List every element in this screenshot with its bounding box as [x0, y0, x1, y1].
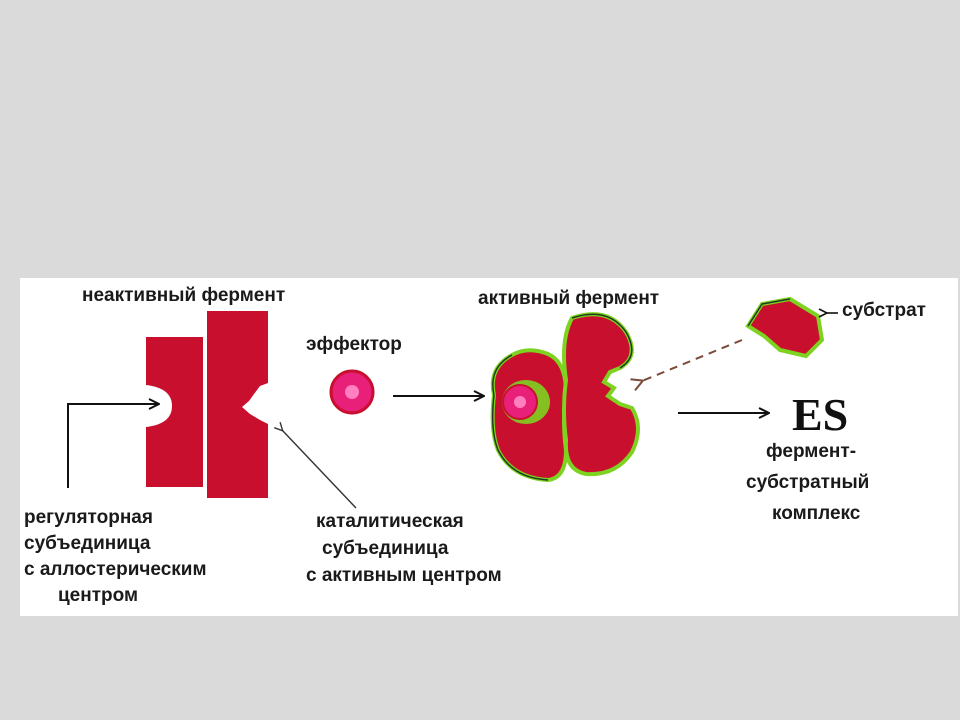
active-enzyme-label: активный фермент — [478, 288, 660, 309]
regulatory-label-line: центром — [58, 585, 139, 606]
catalytic-label-line: с активным центром — [306, 565, 502, 586]
substrate-label: субстрат — [842, 300, 926, 321]
effector-core — [345, 385, 359, 399]
es-complex-line: фермент- — [766, 441, 857, 462]
es-complex-line: комплекс — [772, 503, 861, 524]
substrate-to-active-site-arrow — [642, 339, 743, 381]
catalytic-subunit-block — [207, 311, 268, 498]
bound-effector-core — [514, 396, 526, 408]
catalytic-label-line: субъединица — [322, 538, 449, 559]
substrate-molecule — [745, 296, 825, 359]
es-label: ES — [792, 389, 849, 440]
effector-label: эффектор — [306, 334, 402, 355]
catalytic-label-line: каталитическая — [316, 511, 464, 532]
regulatory-subunit-block — [146, 337, 203, 487]
active-enzyme-left-outline — [491, 354, 549, 481]
es-complex-line: субстратный — [746, 472, 870, 493]
inactive-enzyme-label: неактивный фермент — [82, 285, 286, 306]
allosteric-center-pointer — [67, 404, 158, 488]
active-enzyme-right-outline — [571, 313, 633, 369]
regulatory-label-line: с аллостерическим — [24, 559, 207, 580]
active-site-pointer — [282, 430, 357, 509]
regulatory-label-line: регуляторная — [24, 507, 153, 528]
regulatory-label-line: субъединица — [24, 533, 151, 554]
substrate-outline — [747, 298, 791, 327]
active-enzyme-right-lobe — [562, 312, 640, 477]
